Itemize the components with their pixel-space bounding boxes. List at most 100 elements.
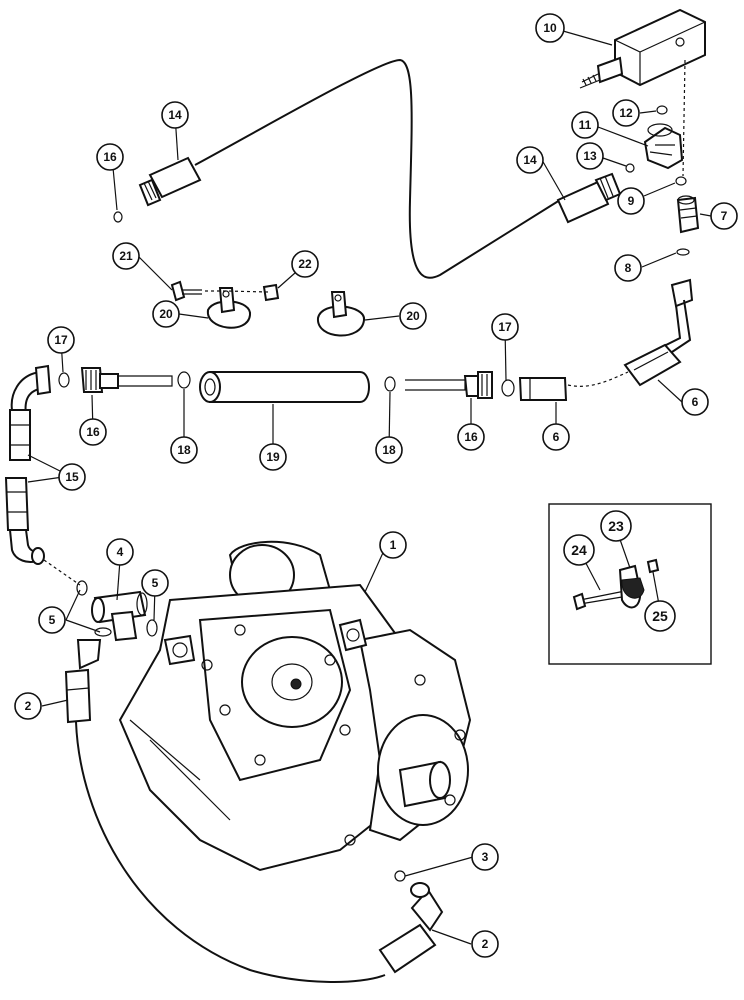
elbow-fitting bbox=[643, 123, 684, 170]
callout-label: 18 bbox=[382, 443, 396, 457]
fitting-right bbox=[405, 371, 493, 399]
callout-label: 5 bbox=[49, 613, 56, 627]
callout-label: 13 bbox=[583, 149, 597, 163]
callout-20a: 20 bbox=[152, 300, 180, 328]
callout-24: 24 bbox=[563, 534, 595, 566]
callout-20b: 20 bbox=[399, 302, 427, 330]
callout-label: 16 bbox=[464, 430, 478, 444]
dashed-leader bbox=[43, 559, 81, 586]
callout-2a: 2 bbox=[14, 692, 42, 720]
callout-5a: 5 bbox=[38, 606, 66, 634]
callout-25: 25 bbox=[644, 600, 676, 632]
callout-label: 14 bbox=[523, 153, 537, 167]
o-ring bbox=[146, 619, 158, 637]
o-ring bbox=[58, 372, 70, 388]
clamp-right bbox=[316, 291, 365, 337]
o-ring bbox=[113, 211, 123, 223]
o-ring bbox=[94, 627, 112, 637]
callout-22: 22 bbox=[291, 250, 319, 278]
callout-21: 21 bbox=[112, 242, 140, 270]
callout-label: 20 bbox=[159, 307, 173, 321]
callout-label: 1 bbox=[390, 538, 397, 552]
o-ring bbox=[656, 105, 668, 115]
callout-18b: 18 bbox=[375, 436, 403, 464]
callout-17a: 17 bbox=[47, 326, 75, 354]
callout-label: 22 bbox=[298, 257, 312, 271]
callout-label: 6 bbox=[692, 395, 699, 409]
callout-label: 20 bbox=[406, 309, 420, 323]
callout-16b: 16 bbox=[79, 418, 107, 446]
o-ring bbox=[177, 371, 191, 389]
tee-fitting bbox=[91, 590, 148, 642]
o-ring bbox=[501, 379, 515, 397]
callout-6b: 6 bbox=[681, 388, 709, 416]
callout-16a: 16 bbox=[96, 143, 124, 171]
callout-label: 23 bbox=[608, 518, 624, 534]
callout-label: 25 bbox=[652, 608, 668, 624]
o-ring bbox=[76, 580, 88, 596]
o-ring bbox=[676, 248, 690, 256]
callout-label: 7 bbox=[721, 209, 728, 223]
callout-19: 19 bbox=[259, 443, 287, 471]
callout-6a: 6 bbox=[542, 423, 570, 451]
callout-18a: 18 bbox=[170, 436, 198, 464]
callout-label: 21 bbox=[119, 249, 133, 263]
callout-label: 18 bbox=[177, 443, 191, 457]
nut bbox=[262, 283, 280, 302]
callout-16c: 16 bbox=[457, 423, 485, 451]
o-ring bbox=[675, 176, 687, 186]
dashed-leader bbox=[205, 290, 269, 293]
clamp-left bbox=[206, 287, 251, 329]
callout-14a: 14 bbox=[161, 101, 189, 129]
o-ring bbox=[394, 870, 406, 882]
callout-label: 19 bbox=[266, 450, 280, 464]
tube-elbow bbox=[623, 278, 694, 387]
callout-label: 5 bbox=[152, 576, 159, 590]
callout-label: 4 bbox=[117, 545, 124, 559]
callout-7: 7 bbox=[710, 202, 738, 230]
callout-14b: 14 bbox=[516, 146, 544, 174]
callout-label: 12 bbox=[619, 106, 633, 120]
left-hose-assembly bbox=[4, 364, 52, 565]
callout-10: 10 bbox=[535, 13, 565, 43]
callout-23: 23 bbox=[600, 510, 632, 542]
callout-1: 1 bbox=[379, 531, 407, 559]
callout-3: 3 bbox=[471, 843, 499, 871]
callout-label: 10 bbox=[543, 21, 557, 35]
hose-sleeve bbox=[518, 377, 568, 401]
callout-label: 14 bbox=[168, 108, 182, 122]
hydraulic-pump bbox=[118, 540, 472, 872]
callout-11: 11 bbox=[571, 111, 599, 139]
callout-12: 12 bbox=[612, 99, 640, 127]
callout-label: 2 bbox=[482, 937, 489, 951]
callout-17b: 17 bbox=[491, 313, 519, 341]
hose-end-right bbox=[556, 172, 622, 224]
callout-15: 15 bbox=[58, 463, 86, 491]
callout-label: 15 bbox=[65, 470, 79, 484]
bolt bbox=[170, 280, 202, 302]
callout-label: 24 bbox=[571, 542, 587, 558]
dashed-leader bbox=[567, 371, 629, 387]
callout-5b: 5 bbox=[141, 569, 169, 597]
hose-assembly bbox=[64, 639, 444, 983]
callout-label: 3 bbox=[482, 850, 489, 864]
o-ring bbox=[384, 376, 396, 392]
callout-label: 16 bbox=[103, 150, 117, 164]
callout-9: 9 bbox=[617, 187, 645, 215]
callout-label: 16 bbox=[86, 425, 100, 439]
hose-end-left bbox=[138, 156, 202, 207]
callout-label: 2 bbox=[25, 699, 32, 713]
callout-13: 13 bbox=[576, 142, 604, 170]
callout-8: 8 bbox=[614, 254, 642, 282]
callout-label: 9 bbox=[628, 194, 635, 208]
fitting-left bbox=[80, 367, 173, 393]
long-tube bbox=[194, 58, 561, 279]
callout-4: 4 bbox=[106, 538, 134, 566]
valve-block bbox=[579, 8, 706, 89]
callout-label: 17 bbox=[498, 320, 512, 334]
callout-label: 8 bbox=[625, 261, 632, 275]
inset-detail bbox=[548, 503, 712, 665]
fitting bbox=[676, 195, 700, 234]
o-ring bbox=[625, 163, 635, 173]
callout-label: 17 bbox=[54, 333, 68, 347]
